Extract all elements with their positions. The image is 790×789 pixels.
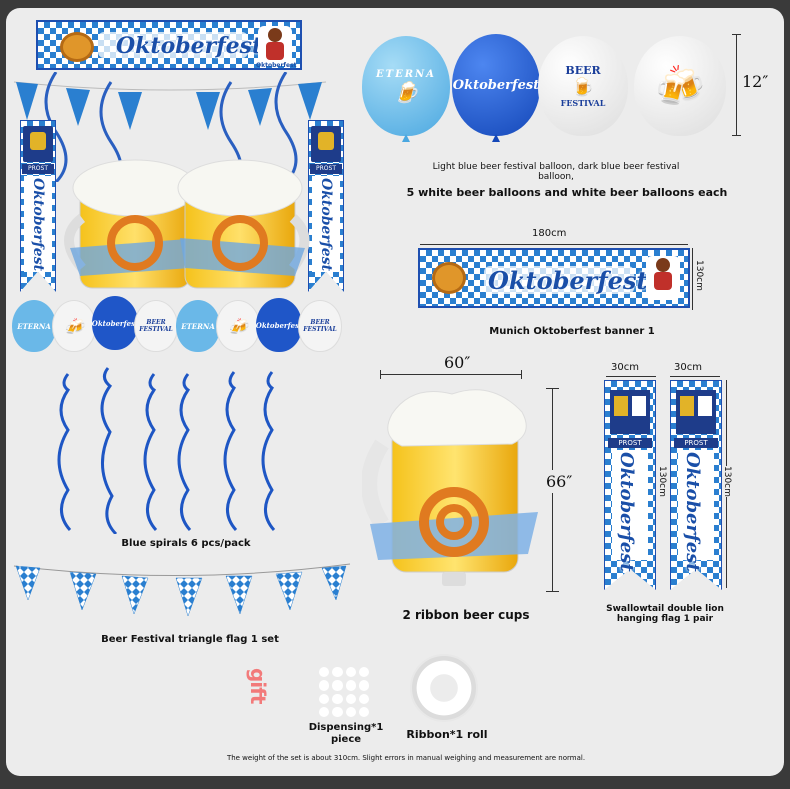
product-sheet: Oktoberfest Oktoberfest PROS [6, 8, 784, 776]
balloon-white-beer-festival: BEER 🍺 FESTIVAL [538, 36, 628, 136]
flag-title-vertical: Oktoberfest [318, 178, 334, 272]
beer-mug-balloon [177, 159, 310, 289]
balloon-dark-blue: Oktoberfest [452, 34, 540, 136]
flag-height-label-b: 130cm [722, 466, 732, 497]
pennant [196, 92, 220, 130]
pennant [69, 571, 97, 611]
top-banner: Oktoberfest Oktoberfest [36, 20, 302, 70]
swallowtail-flag-a: PROST Oktoberfest [604, 380, 656, 590]
flag-title-vertical: Oktoberfest [616, 452, 637, 572]
beer-mug-balloons-pair [64, 159, 310, 289]
balloon-size-label: 12″ [742, 72, 769, 91]
munich-banner-title: Oktoberfest [488, 266, 648, 295]
caption-banner: Munich Oktoberfest banner 1 [489, 326, 655, 337]
balloon-white-mugs: 🍻 [634, 36, 726, 136]
spiral [223, 371, 238, 531]
flag-width-label-a: 30cm [611, 362, 639, 373]
banner-width-label: 180cm [532, 228, 567, 239]
dimension-bracket-balloon [736, 34, 737, 136]
flag-width-label-b: 30cm [674, 362, 702, 373]
dispensing-dots-sheet [316, 664, 372, 720]
pennant [275, 571, 303, 611]
pennant [15, 565, 41, 601]
gift-label: gift [246, 668, 270, 704]
balloon-light-blue: ETERNA 🍺 [362, 36, 450, 136]
pennant [298, 82, 322, 120]
ribbon-beer-cup-balloon [362, 389, 538, 586]
cup-height-label: 66″ [546, 470, 573, 493]
flag-title-vertical: Oktoberfest [682, 452, 703, 572]
hanging-flag-right: PROST Oktoberfest [308, 120, 344, 292]
caption-swallowtail-1: Swallowtail double lion [606, 604, 724, 614]
caption-dispensing-1: Dispensing*1 [308, 722, 384, 733]
pennant [248, 88, 272, 126]
munich-banner: Oktoberfest [418, 248, 690, 308]
top-banner-title: Oktoberfest [116, 33, 263, 59]
pennant [175, 577, 203, 617]
pennant [16, 82, 38, 120]
ribbon-roll-icon [410, 654, 478, 722]
triangle-garland-top [13, 81, 327, 130]
balloon-light-blue-small: ETERNA [176, 300, 220, 352]
swallowtail-flag-b: PROST Oktoberfest [670, 380, 722, 590]
banner-height-label: 130cm [694, 260, 704, 291]
balloon-white-small: 🍻 [216, 300, 260, 352]
caption-balloons-line1: Light blue beer festival balloon, dark b… [432, 162, 680, 182]
spiral [143, 373, 158, 531]
flag-height-label-a: 130cm [657, 466, 667, 497]
beer-mug-balloon [64, 159, 200, 289]
spiral [261, 371, 276, 531]
caption-ribbon-cups: 2 ribbon beer cups [402, 608, 530, 622]
balloon-dark-blue-small: Oktoberfest [92, 296, 138, 350]
hanging-flag-left: PROST Oktoberfest [20, 120, 56, 292]
caption-triangle-flag: Beer Festival triangle flag 1 set [101, 634, 279, 645]
girl-mascot-icon [646, 256, 680, 300]
balloon-dark-blue-small: Oktoberfest [256, 298, 302, 352]
pennant [321, 565, 347, 601]
flag-prost-label: PROST [608, 438, 652, 448]
top-banner-badge: Oktoberfest [256, 62, 297, 69]
pennant [225, 575, 253, 615]
flag-prost-label: PROST [22, 164, 54, 174]
cup-width-label: 60″ [444, 353, 471, 372]
flag-prost-label: PROST [310, 164, 342, 174]
spiral [177, 373, 192, 531]
balloon-light-blue-small: ETERNA [12, 300, 56, 352]
flag-title-vertical: Oktoberfest [30, 178, 46, 272]
spiral [100, 367, 118, 534]
caption-dispensing-2: piece [330, 734, 362, 745]
blue-spirals [57, 367, 276, 534]
pennant [66, 88, 90, 126]
pennant [118, 92, 142, 130]
pretzel-icon [432, 262, 466, 294]
caption-swallowtail-2: hanging flag 1 pair [616, 614, 714, 624]
caption-ribbon-roll: Ribbon*1 roll [406, 728, 488, 741]
flag-prost-label: PROST [674, 438, 718, 448]
girl-mascot-icon [258, 26, 292, 66]
spiral [57, 373, 72, 531]
pennant [121, 575, 149, 615]
balloon-white-small: 🍻 [52, 300, 96, 352]
triangle-flag-set [13, 563, 351, 617]
caption-spirals: Blue spirals 6 pcs/pack [121, 538, 251, 549]
caption-balloons-line2: 5 white beer balloons and white beer bal… [406, 186, 728, 199]
footnote: The weight of the set is about 310cm. Sl… [226, 754, 586, 762]
pretzel-icon [60, 32, 94, 62]
